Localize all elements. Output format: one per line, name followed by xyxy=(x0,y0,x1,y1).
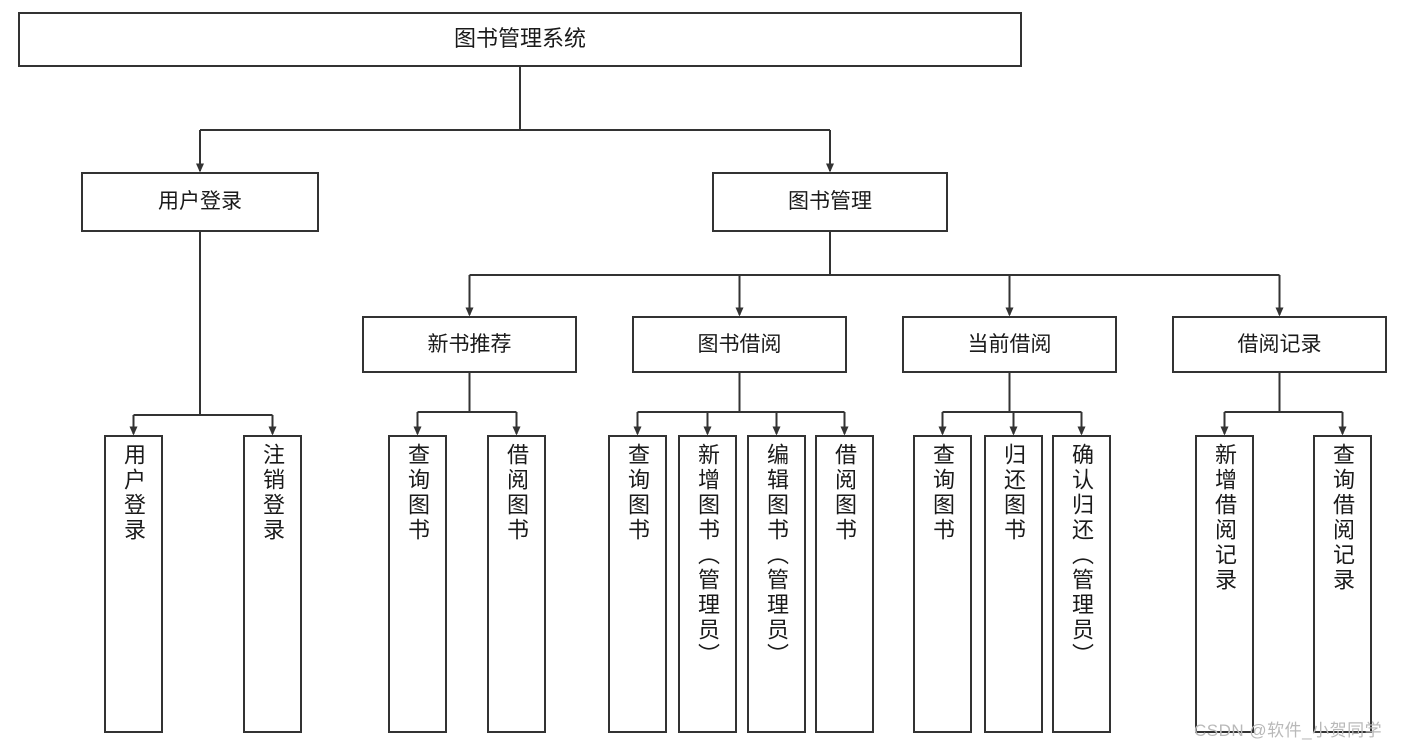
node-leaf-query-record[interactable]: 查询借阅记录 xyxy=(1313,435,1372,733)
node-leaf-user-login[interactable]: 用户登录 xyxy=(104,435,163,733)
node-leaf-return-book[interactable]: 归还图书 xyxy=(984,435,1043,733)
node-book-borrow[interactable]: 图书借阅 xyxy=(632,316,847,373)
node-label: 图书借阅 xyxy=(697,332,782,356)
node-label: 用户登录 xyxy=(121,443,147,543)
node-label: 图书管理系统 xyxy=(453,26,586,52)
node-label: 新增借阅记录 xyxy=(1212,443,1238,593)
node-leaf-logout[interactable]: 注销登录 xyxy=(243,435,302,733)
node-leaf-confirm-return[interactable]: 确认归还（管理员） xyxy=(1052,435,1111,733)
node-label: 借阅记录 xyxy=(1237,332,1322,356)
node-label: 当前借阅 xyxy=(967,332,1052,356)
node-leaf-query-book-3[interactable]: 查询图书 xyxy=(913,435,972,733)
node-leaf-query-book-2[interactable]: 查询图书 xyxy=(608,435,667,733)
node-label: 归还图书 xyxy=(1001,443,1027,543)
node-book-manage[interactable]: 图书管理 xyxy=(712,172,948,232)
node-label: 编辑图书（管理员） xyxy=(764,443,790,668)
node-borrow-record[interactable]: 借阅记录 xyxy=(1172,316,1387,373)
node-label: 注销登录 xyxy=(260,443,286,543)
csdn-watermark: CSDN @软件_小贺同学 xyxy=(1194,721,1383,740)
node-label: 图书管理 xyxy=(788,190,872,214)
node-user-login[interactable]: 用户登录 xyxy=(81,172,319,232)
node-label: 查询图书 xyxy=(625,443,651,543)
node-new-book-recommend[interactable]: 新书推荐 xyxy=(362,316,577,373)
node-label: 查询图书 xyxy=(930,443,956,543)
node-leaf-query-book-1[interactable]: 查询图书 xyxy=(388,435,447,733)
node-current-borrow[interactable]: 当前借阅 xyxy=(902,316,1117,373)
node-leaf-add-record[interactable]: 新增借阅记录 xyxy=(1195,435,1254,733)
node-leaf-borrow-book-2[interactable]: 借阅图书 xyxy=(815,435,874,733)
node-label: 借阅图书 xyxy=(504,443,530,543)
node-label: 新书推荐 xyxy=(427,332,512,356)
edge-group xyxy=(129,67,1347,436)
node-label: 查询借阅记录 xyxy=(1330,443,1356,593)
node-leaf-add-book[interactable]: 新增图书（管理员） xyxy=(678,435,737,733)
node-label: 借阅图书 xyxy=(832,443,858,543)
node-leaf-borrow-book-1[interactable]: 借阅图书 xyxy=(487,435,546,733)
node-label: 用户登录 xyxy=(158,190,242,214)
node-label: 确认归还（管理员） xyxy=(1069,443,1095,668)
node-leaf-edit-book[interactable]: 编辑图书（管理员） xyxy=(747,435,806,733)
node-label: 新增图书（管理员） xyxy=(695,443,721,668)
node-label: 查询图书 xyxy=(405,443,431,543)
node-root[interactable]: 图书管理系统 xyxy=(18,12,1022,67)
